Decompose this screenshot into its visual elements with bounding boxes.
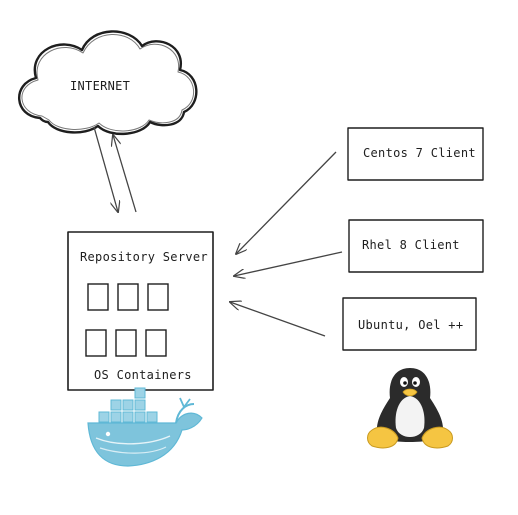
os-container xyxy=(115,329,137,357)
client-label-centos: Centos 7 Client xyxy=(363,146,476,160)
os-container xyxy=(147,283,169,311)
arrow-centos-to-server xyxy=(236,151,337,254)
os-container xyxy=(145,329,167,357)
server-title: Repository Server xyxy=(80,250,208,264)
client-label-ubuntu: Ubuntu, Oel ++ xyxy=(358,318,464,332)
arrow-server-to-internet xyxy=(113,135,137,213)
docker-whale-icon xyxy=(87,387,203,467)
tux-penguin-icon xyxy=(367,368,453,449)
client-label-rhel: Rhel 8 Client xyxy=(362,238,460,252)
arrow-rhel-to-server xyxy=(234,251,343,276)
arrow-ubuntu-to-server xyxy=(230,302,326,337)
server-footer: OS Containers xyxy=(94,368,192,382)
client-box-ubuntu xyxy=(342,297,477,351)
internet-cloud xyxy=(18,30,198,136)
client-box-rhel xyxy=(348,219,484,273)
os-container xyxy=(117,283,139,311)
os-container xyxy=(87,283,109,311)
client-box-centos xyxy=(347,127,484,181)
cloud-icon xyxy=(18,30,198,136)
os-container xyxy=(85,329,107,357)
container-grid xyxy=(85,283,169,357)
internet-label: INTERNET xyxy=(70,79,131,93)
arrow-internet-to-server xyxy=(93,126,118,212)
